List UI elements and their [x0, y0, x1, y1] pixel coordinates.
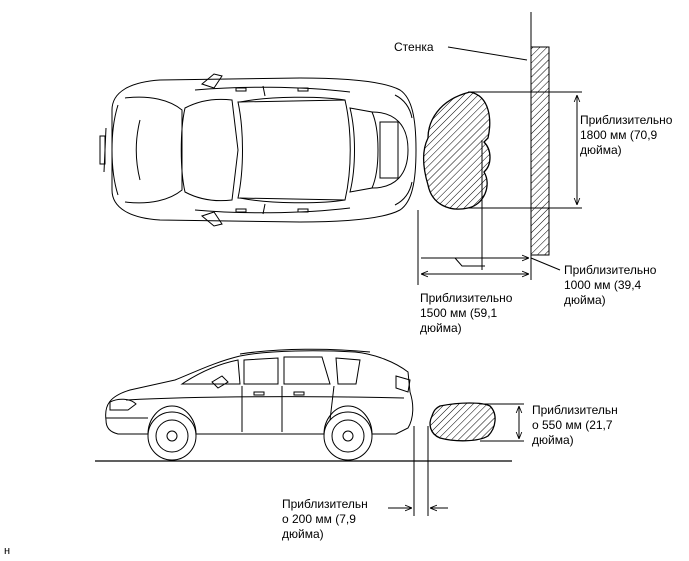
distance-near-line-3: дюйма): [564, 293, 606, 307]
distance-far-label: Приблизительно 1500 мм (59,1 дюйма): [420, 291, 512, 336]
width-area-line-2: 1800 мм (70,9: [580, 128, 658, 142]
width-area-line-1: Приблизительно: [580, 113, 673, 127]
dimension-lines-side: [388, 403, 524, 516]
distance-near-label: Приблизительно 1000 мм (39,4 дюйма): [564, 263, 656, 308]
wall: [530, 12, 550, 280]
detection-zone-top: [422, 91, 491, 210]
height-area-line-2: о 550 мм (21,7: [532, 418, 613, 432]
distance-far-line-3: дюйма): [420, 321, 462, 335]
wheels: [147, 411, 373, 461]
car-top-view: [99, 73, 417, 227]
wall-label: Стенка: [394, 40, 434, 54]
ground-gap-line-2: о 200 мм (7,9: [282, 512, 356, 526]
ground-gap-line-3: дюйма): [282, 527, 324, 541]
wall-leader-line: [447, 46, 528, 61]
detection-zone-side: [429, 402, 496, 442]
height-area-line-3: дюйма): [532, 433, 574, 447]
car-side-view: [105, 348, 414, 435]
dimension-lines-top: [417, 91, 582, 285]
ground-gap-line-1: Приблизительн: [282, 497, 368, 511]
width-area-line-3: дюйма): [580, 143, 622, 157]
height-area-line-1: Приблизительн: [532, 403, 618, 417]
distance-far-line-1: Приблизительно: [420, 291, 513, 305]
distance-near-line-2: 1000 мм (39,4: [564, 278, 642, 292]
width-area-label: Приблизительно 1800 мм (70,9 дюйма): [580, 113, 672, 158]
ground-gap-label: Приблизительн о 200 мм (7,9 дюйма): [282, 497, 368, 542]
distance-near-line-1: Приблизительно: [564, 263, 657, 277]
height-area-label: Приблизительн о 550 мм (21,7 дюйма): [532, 403, 618, 448]
corner-mark: н: [4, 545, 11, 557]
distance-far-line-2: 1500 мм (59,1: [420, 306, 498, 320]
